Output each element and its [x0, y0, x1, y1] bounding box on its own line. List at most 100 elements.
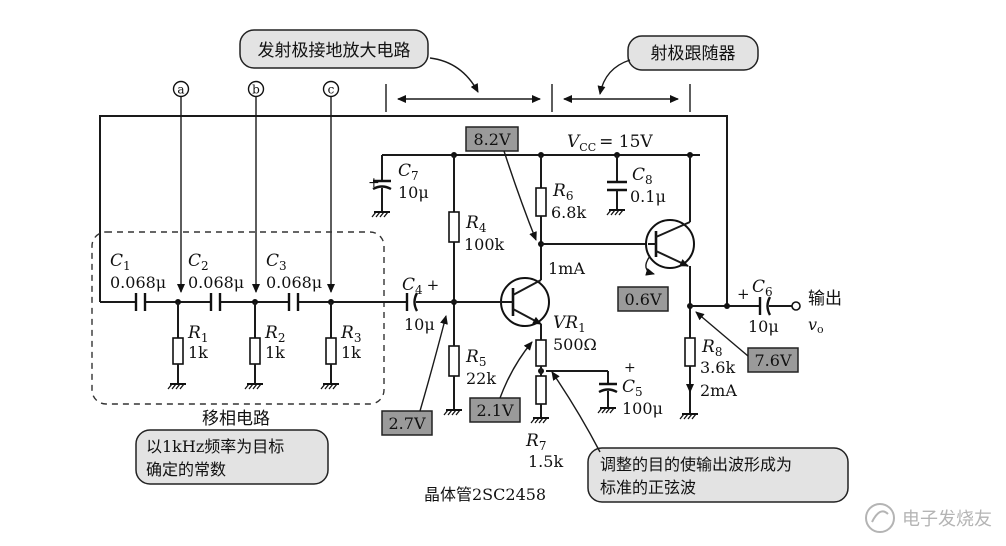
c3-value: 0.068μ	[266, 273, 322, 292]
output-stage: + C6 10μ 输出 vo	[690, 277, 842, 336]
resistor-r6: R6 6.8k	[535, 155, 586, 280]
phase-shift-region	[91, 231, 385, 405]
svg-text:电子发烧友: 电子发烧友	[902, 509, 992, 530]
adjust-note-line2: 标准的正弦波	[600, 478, 696, 497]
capacitor-c3	[287, 293, 300, 311]
resistor-r7: R7 1.5k	[525, 375, 563, 471]
transistor-q2	[541, 155, 695, 338]
c8-value: 0.1μ	[630, 187, 666, 206]
r4-name: R4	[465, 213, 487, 235]
node-c-marker	[322, 80, 340, 98]
r7-name: R7	[525, 431, 546, 453]
resistor-r3	[320, 302, 340, 390]
voltage-collector-box: 8.2V	[465, 126, 537, 241]
r5-name: R5	[465, 347, 486, 369]
amp-stage-callout: 发射极接地放大电路	[239, 29, 479, 93]
c4-value: 10μ	[404, 315, 435, 334]
node-a-label: a	[177, 83, 184, 97]
voltage-base-box: 2.7V	[381, 315, 448, 436]
r1-name: R1	[187, 323, 208, 345]
capacitor-c2	[209, 293, 222, 311]
svg-text:0.6V: 0.6V	[625, 290, 662, 309]
watermark: 电子发烧友	[865, 503, 992, 533]
svg-text:2.1V: 2.1V	[477, 401, 514, 420]
r8-value: 3.6k	[700, 358, 735, 377]
svg-text:+: +	[624, 360, 636, 376]
adjust-note-callout: 调整的目的使输出波形成为 标准的正弦波	[551, 371, 849, 503]
c6-value: 10μ	[748, 317, 779, 336]
c5-name: C5	[622, 377, 643, 399]
svg-text:8.2V: 8.2V	[474, 130, 511, 149]
r8-name: R8	[701, 337, 722, 359]
resistor-r1	[167, 302, 187, 390]
resistor-r8: R8 3.6k 2mA	[679, 303, 737, 420]
c4-name: C4+	[402, 275, 439, 297]
c6-name: C6	[752, 277, 773, 299]
r5-value: 22k	[466, 369, 496, 388]
adjust-note-line1: 调整的目的使输出波形成为	[600, 455, 792, 474]
frequency-note-callout: 以1kHz频率为目标 确定的常数	[135, 429, 329, 485]
frequency-note-line2: 确定的常数	[146, 460, 226, 479]
output-symbol: vo	[808, 315, 824, 336]
capacitor-c8: C8 0.1μ	[606, 155, 666, 216]
resistor-r5: R5 22k	[443, 338, 496, 416]
node-a-marker	[172, 80, 190, 98]
phase-shift-network	[100, 293, 406, 390]
phase-shift-caption: 移相电路	[202, 409, 270, 429]
node-c-label: c	[328, 83, 335, 97]
follower-callout-text: 射极跟随器	[651, 44, 736, 64]
follower-callout: 射极跟随器	[597, 35, 759, 95]
r6-name: R6	[552, 181, 573, 203]
r1-value: 1k	[188, 343, 208, 362]
vr1-value: 500Ω	[553, 335, 597, 354]
vcc-rail: VCC= 15V	[382, 132, 700, 158]
capacitor-c4: C4+ 10μ	[402, 275, 500, 334]
c1-name: C1	[110, 251, 131, 273]
r3-name: R3	[340, 323, 361, 345]
output-label: 输出	[808, 289, 842, 309]
current-1ma: 1mA	[548, 259, 585, 278]
r7-value: 1.5k	[528, 452, 563, 471]
c7-name: C7	[398, 161, 419, 183]
node-b-label: b	[252, 83, 260, 97]
voltage-output-box: 7.6V	[695, 311, 799, 373]
vcc-label: VCC= 15V	[567, 132, 653, 154]
voltage-emitter-box: 2.1V	[469, 341, 533, 423]
r2-value: 1k	[265, 343, 285, 362]
stage-span-arrows	[385, 84, 691, 112]
current-2ma: 2mA	[700, 381, 737, 400]
node-markers: a b c	[172, 80, 340, 293]
output-terminal	[791, 301, 801, 311]
r4-value: 100k	[464, 235, 505, 254]
svg-text:7.6V: 7.6V	[755, 351, 792, 370]
vr1-name: VR1	[553, 313, 586, 335]
capacitor-c5: + C5 100μ	[546, 360, 663, 418]
r3-value: 1k	[341, 343, 361, 362]
c2-value: 0.068μ	[188, 273, 244, 292]
c3-name: C3	[266, 251, 287, 273]
svg-text:+: +	[737, 285, 750, 303]
node-b-marker	[247, 80, 265, 98]
capacitor-c7: + C7 10μ	[368, 155, 429, 218]
potentiometer-vr1: VR1 500Ω	[535, 313, 597, 376]
r2-name: R2	[264, 323, 285, 345]
c7-value: 10μ	[398, 183, 429, 202]
feedback-loop	[99, 115, 728, 306]
c2-name: C2	[188, 251, 209, 273]
capacitor-c1	[134, 293, 147, 311]
transistor-caption: 晶体管2SC2458	[424, 485, 546, 504]
svg-text:+: +	[368, 175, 380, 191]
resistor-r4: R4 100k	[448, 155, 505, 338]
voltage-vbe-box: 0.6V	[617, 286, 669, 312]
c8-name: C8	[632, 165, 653, 187]
frequency-note-line1: 以1kHz频率为目标	[146, 437, 284, 456]
c1-value: 0.068μ	[110, 273, 166, 292]
phase-shift-labels: C1 0.068μ C2 0.068μ C3 0.068μ R1 1k R2 1…	[110, 251, 361, 362]
svg-text:2.7V: 2.7V	[389, 414, 426, 433]
amp-stage-callout-text: 发射极接地放大电路	[258, 41, 411, 61]
transistor-q1	[500, 277, 550, 327]
c5-value: 100μ	[622, 399, 663, 418]
resistor-r2	[244, 302, 264, 390]
